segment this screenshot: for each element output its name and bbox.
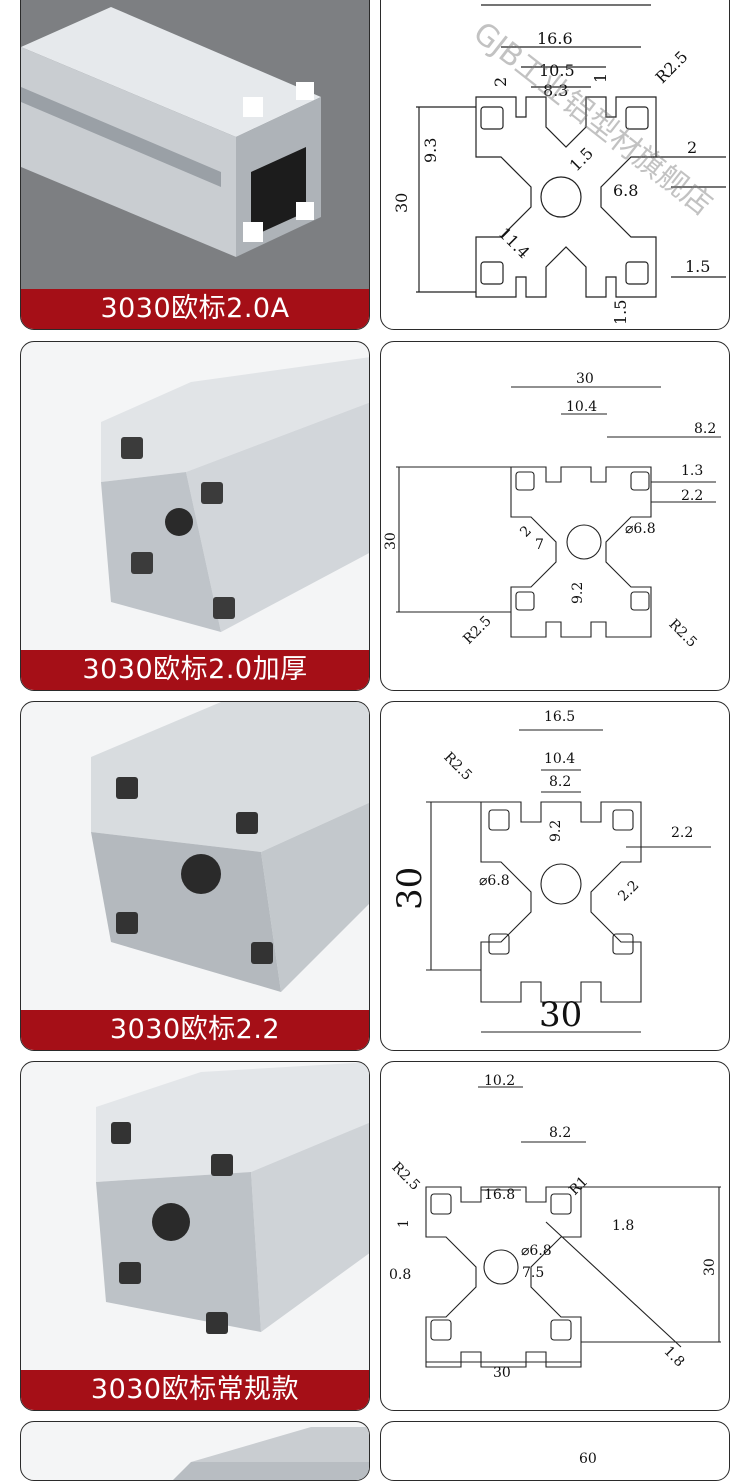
dim-label: 9.3 — [421, 137, 440, 163]
product-photo-card-2[interactable]: 3030欧标2.0加厚 — [20, 341, 370, 691]
profile-photo-image-1 — [21, 0, 369, 329]
dim-label: ⌀6.8 — [625, 521, 656, 537]
dim-label: 8.3 — [543, 81, 569, 100]
dim-label: 30 — [539, 995, 583, 1035]
product-caption-1: 3030欧标2.0A — [21, 289, 369, 329]
dim-label: 10.4 — [566, 399, 598, 415]
dim-label: 16.5 — [544, 709, 576, 725]
profile-photo-image-3 — [91, 702, 369, 992]
cross-section-drawing-3 — [426, 729, 711, 1033]
dim-label: 10.2 — [484, 1073, 516, 1089]
dim-label: 2.2 — [671, 825, 694, 841]
profile-photo-image-2 — [101, 357, 369, 632]
dim-label: 8.2 — [694, 421, 717, 437]
dim-label: 2 — [491, 76, 510, 87]
dim-label: 1.5 — [611, 299, 630, 325]
drawing-card-2: 30 10.4 8.2 1.3 2.2 30 2 ⌀6.8 7 9.2 R2.5… — [380, 341, 730, 691]
profile-photo-image-5 — [173, 1427, 369, 1480]
profile-photo-image-4 — [96, 1062, 369, 1334]
dim-label: 16.6 — [537, 29, 573, 48]
product-caption-3: 3030欧标2.2 — [21, 1010, 369, 1050]
dim-label: 8.2 — [549, 1125, 572, 1141]
dim-label: 1.8 — [612, 1218, 635, 1234]
cross-section-drawing-4 — [425, 1086, 721, 1368]
dim-label: 7.5 — [522, 1265, 545, 1281]
drawing-card-5: 60 — [380, 1421, 730, 1481]
cross-section-drawing-2 — [396, 386, 721, 638]
dim-label: 10.4 — [544, 751, 576, 767]
dim-label: 30 — [702, 1258, 718, 1276]
dim-label: 8.2 — [549, 774, 572, 790]
dim-label: 1 — [591, 72, 610, 83]
dim-label: 2 — [687, 138, 698, 157]
product-caption-2: 3030欧标2.0加厚 — [21, 650, 369, 690]
dim-label: ⌀6.8 — [521, 1243, 552, 1259]
dim-label: 6.8 — [613, 181, 639, 200]
dim-label: 9.2 — [548, 819, 564, 842]
product-photo-card-5[interactable] — [20, 1421, 370, 1481]
product-caption-4: 3030欧标常规款 — [21, 1370, 369, 1410]
drawing-card-4: 10.2 8.2 R2.5 16.8 R1 1 1.8 ⌀6.8 30 0.8 … — [380, 1061, 730, 1411]
dim-label: 60 — [579, 1451, 597, 1467]
product-photo-card-4[interactable]: 3030欧标常规款 — [20, 1061, 370, 1411]
dim-label: 1.3 — [681, 463, 704, 479]
dim-label: 0.8 — [389, 1267, 412, 1283]
product-photo-card-3[interactable]: 3030欧标2.2 — [20, 701, 370, 1051]
dim-label: 30 — [576, 371, 594, 387]
dim-label: 2.2 — [681, 488, 704, 504]
dim-label: 30 — [493, 1365, 511, 1381]
dim-label: 30 — [392, 192, 411, 213]
dim-label: 30 — [390, 866, 430, 910]
cross-section-drawing-1 — [416, 4, 726, 298]
drawing-card-1: 16.6 10.5 8.3 2 1 R2.5 9.3 1.5 2 6.8 30 … — [380, 0, 730, 330]
dim-label: 16.8 — [484, 1187, 516, 1203]
product-photo-card-1[interactable]: 3030欧标2.0A — [20, 0, 370, 330]
drawing-card-3: 16.5 10.4 8.2 R2.5 9.2 2.2 30 ⌀6.8 2.2 3… — [380, 701, 730, 1051]
dim-label: 1 — [396, 1219, 412, 1228]
dim-label: 10.5 — [539, 61, 575, 80]
dim-label: 9.2 — [570, 581, 586, 604]
dim-label: ⌀6.8 — [479, 873, 510, 889]
dim-label: 7 — [535, 537, 544, 553]
dim-label: 1.5 — [685, 257, 711, 276]
dim-label: 30 — [383, 532, 399, 550]
